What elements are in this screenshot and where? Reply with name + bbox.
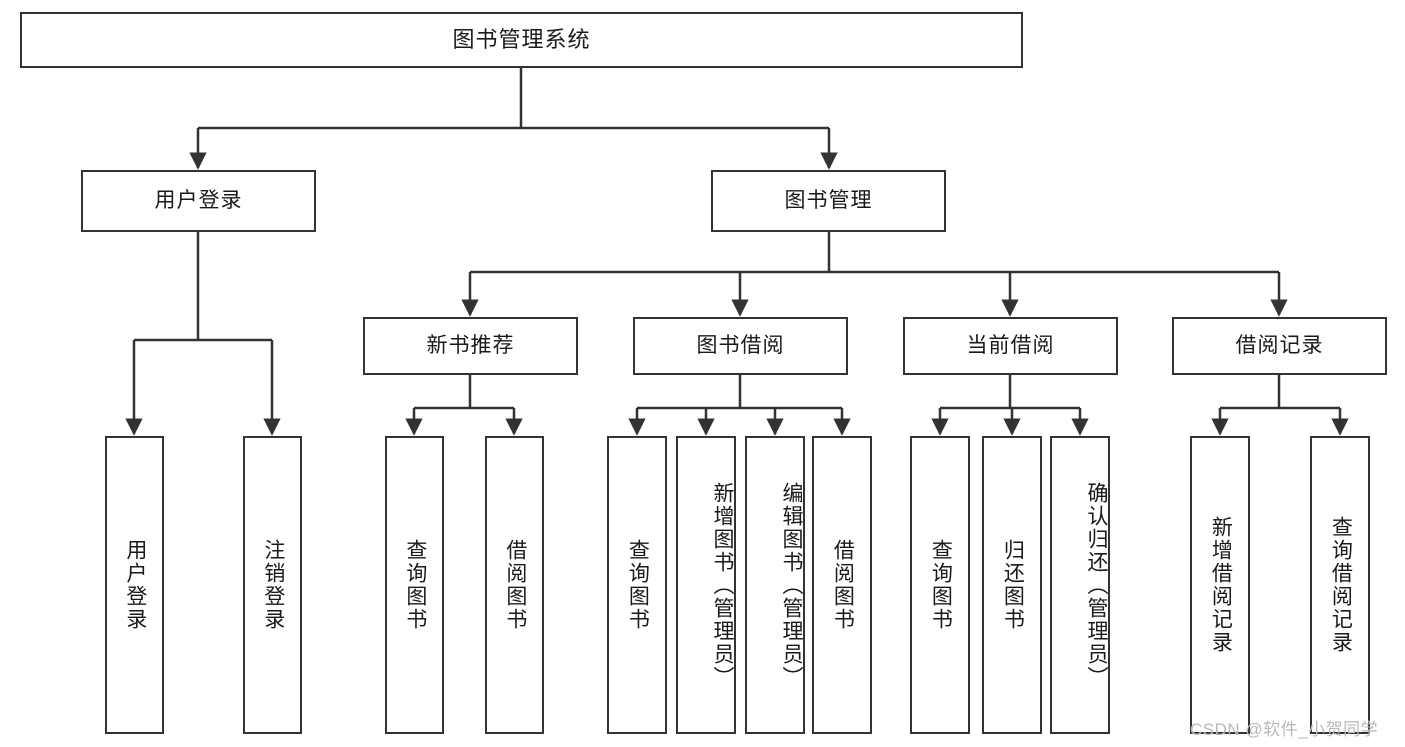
- node-leaf-borrow-book-label: 借阅图书: [831, 539, 855, 631]
- node-leaf-borrow-book-recommendation[interactable]: 借阅图书: [485, 436, 544, 734]
- node-book-manage-label: 图书管理: [784, 188, 873, 212]
- node-leaf-edit-book-label: 编辑图书（管理员）: [780, 481, 803, 689]
- node-leaf-user-logout-label: 注销登录: [261, 539, 285, 631]
- node-root[interactable]: 图书管理系统: [20, 12, 1023, 68]
- node-leaf-add-borrow-record-label: 新增借阅记录: [1209, 516, 1233, 654]
- node-book-manage[interactable]: 图书管理: [711, 170, 946, 232]
- node-leaf-query-book-borrow-label: 查询图书: [626, 539, 650, 631]
- node-book-borrow-label: 图书借阅: [696, 333, 785, 357]
- node-leaf-return-book-label: 归还图书: [1001, 539, 1025, 631]
- node-leaf-user-login-label: 用户登录: [123, 539, 147, 631]
- node-current-borrow-label: 当前借阅: [966, 333, 1055, 357]
- node-leaf-query-book-current[interactable]: 查询图书: [910, 436, 970, 734]
- node-borrow-record-label: 借阅记录: [1235, 333, 1324, 357]
- node-leaf-add-borrow-record[interactable]: 新增借阅记录: [1190, 436, 1250, 734]
- node-leaf-query-book-borrow[interactable]: 查询图书: [607, 436, 667, 734]
- node-leaf-user-logout[interactable]: 注销登录: [243, 436, 302, 734]
- node-leaf-borrow-book[interactable]: 借阅图书: [812, 436, 872, 734]
- node-leaf-confirm-return-label: 确认归还（管理员）: [1085, 481, 1108, 689]
- node-new-book-recommendation-label: 新书推荐: [426, 333, 515, 357]
- node-leaf-query-borrow-record-label: 查询借阅记录: [1329, 516, 1353, 654]
- node-leaf-query-book-current-label: 查询图书: [929, 539, 953, 631]
- node-leaf-edit-book[interactable]: 编辑图书（管理员）: [745, 436, 805, 734]
- node-user-login[interactable]: 用户登录: [81, 170, 316, 232]
- node-new-book-recommendation[interactable]: 新书推荐: [363, 317, 578, 375]
- node-leaf-query-borrow-record[interactable]: 查询借阅记录: [1310, 436, 1370, 734]
- node-leaf-user-login[interactable]: 用户登录: [105, 436, 164, 734]
- node-leaf-add-book-label: 新增图书（管理员）: [711, 481, 734, 689]
- node-leaf-add-book[interactable]: 新增图书（管理员）: [676, 436, 736, 734]
- node-current-borrow[interactable]: 当前借阅: [903, 317, 1118, 375]
- node-leaf-confirm-return[interactable]: 确认归还（管理员）: [1050, 436, 1110, 734]
- node-leaf-query-book-recommendation-label: 查询图书: [403, 539, 427, 631]
- node-user-login-label: 用户登录: [154, 188, 243, 212]
- node-borrow-record[interactable]: 借阅记录: [1172, 317, 1387, 375]
- node-book-borrow[interactable]: 图书借阅: [633, 317, 848, 375]
- node-leaf-query-book-recommendation[interactable]: 查询图书: [385, 436, 444, 734]
- node-root-label: 图书管理系统: [452, 27, 591, 53]
- node-leaf-borrow-book-recommendation-label: 借阅图书: [503, 539, 527, 631]
- node-leaf-return-book[interactable]: 归还图书: [982, 436, 1042, 734]
